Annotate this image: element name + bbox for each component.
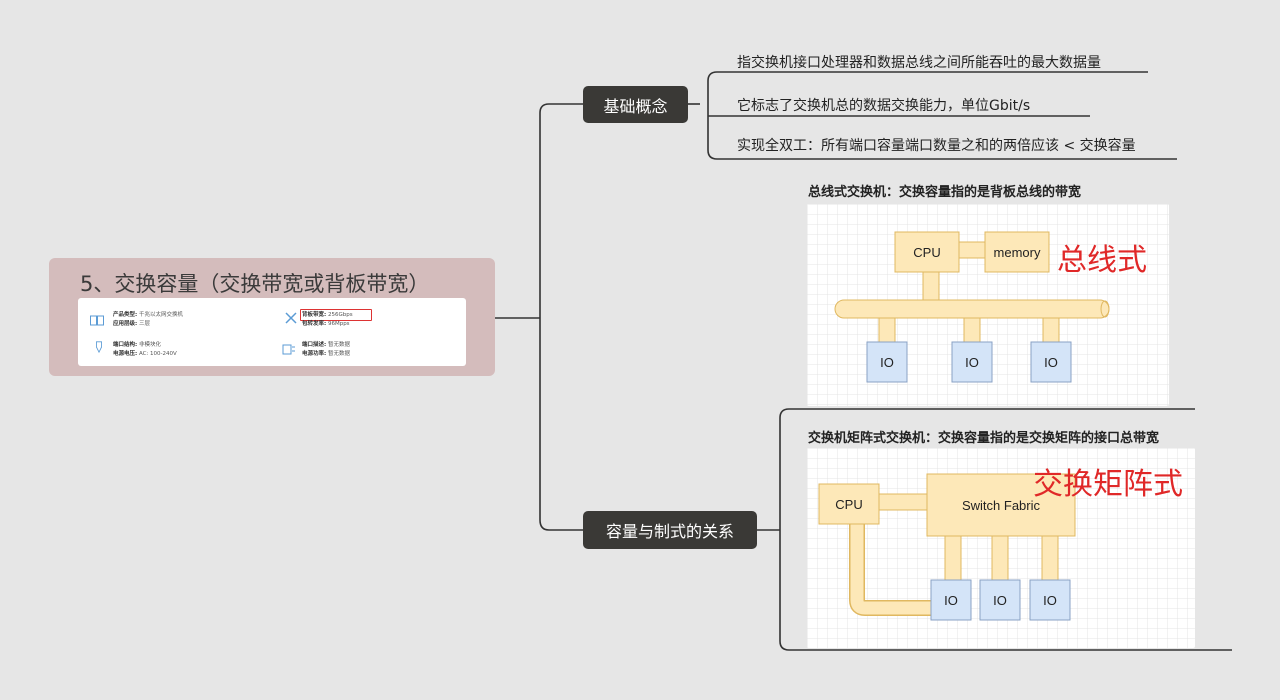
bus-diagram-image: CPU memory 总线式 IO IO IO [807,204,1169,406]
bus-end-cap [1100,300,1110,318]
io-label-2: IO [965,355,979,370]
io-label-3: IO [1044,355,1058,370]
spec-power: 电源电压: AC: 100-240V [113,351,177,357]
matrix-io-label-3: IO [1043,593,1057,608]
backplane-icon [285,312,297,324]
root-title: 5、交换容量（交换带宽或背板带宽） [80,272,430,296]
spec-card-image: 产品类型: 千兆以太网交换机 应用层级: 三层 背板带宽: 256Gbps 包转… [78,298,466,366]
matrix-io-label-1: IO [944,593,958,608]
io-box-2 [951,341,993,383]
memory-box [984,231,1050,273]
leaf-basic-3[interactable]: 实现全双工：所有端口容量端口数量之和的两倍应该 < 交换容量 [737,138,1136,154]
io-box-3 [1030,341,1072,383]
matrix-io-label-2: IO [993,593,1007,608]
backplane-highlight-box [300,309,372,321]
fabric-io3-link [1041,535,1059,581]
fabric-io2-link [991,535,1009,581]
matrix-diagram: CPU Switch Fabric 交换矩阵式 IO IO IO [807,448,1195,648]
spec-port-desc: 端口描述: 暂无数据 [302,342,350,348]
leaf-basic-2[interactable]: 它标志了交换机总的数据交换能力，单位Gbit/s [737,98,1031,114]
io2-link [963,317,981,345]
matrix-caption[interactable]: 交换机矩阵式交换机：交换容量指的是交换矩阵的接口总带宽 [808,431,1160,446]
spec-backplane: 背板带宽: 256Gbps [302,312,353,318]
matrix-io-box-2 [979,579,1021,621]
spec-product-type: 产品类型: 千兆以太网交换机 [113,312,183,318]
io1-link [878,317,896,345]
spec-power-draw: 电源功率: 暂无数据 [302,351,350,357]
cpu-label: CPU [913,245,940,260]
switch-fabric-label: Switch Fabric [962,498,1041,513]
product-icon [90,315,104,326]
spec-port-struct: 端口结构: 非模块化 [113,342,161,348]
switch-fabric-box [926,473,1076,537]
backplane-bus [834,299,1110,319]
spec-app-level: 应用层级: 三层 [113,321,150,327]
cpu-bus-link [922,271,940,303]
matrix-cpu-box [818,483,880,525]
io-box-1 [866,341,908,383]
power-icon [282,344,295,355]
memory-label: memory [994,245,1041,260]
bus-title: 总线式 [1057,243,1147,278]
leaf-basic-1[interactable]: 指交换机接口处理器和数据总线之间所能吞吐的最大数据量 [737,55,1101,71]
cpu-box [894,231,960,273]
io-label-1: IO [880,355,894,370]
matrix-cpu-label: CPU [835,497,862,512]
matrix-io-box-3 [1029,579,1071,621]
bus-diagram: CPU memory 总线式 IO IO IO [807,204,1169,406]
trunk-connector [539,103,583,531]
cpu-fabric-link [878,493,930,511]
relation-bracket [779,408,1232,651]
node-capacity-relation[interactable]: 容量与制式的关系 [583,511,757,549]
bus-caption[interactable]: 总线式交换机：交换容量指的是背板总线的带宽 [808,185,1082,200]
io3-link [1042,317,1060,345]
cpu-io-return-path [850,524,933,615]
matrix-title: 交换矩阵式 [1033,467,1183,502]
fabric-io1-link [944,535,962,581]
cpu-memory-link [958,241,986,259]
port-icon [96,341,102,353]
node-basic-concept[interactable]: 基础概念 [583,86,688,123]
matrix-diagram-image: CPU Switch Fabric 交换矩阵式 IO IO IO [807,448,1195,648]
spec-packet-rate: 包转发率: 96Mpps [302,321,350,327]
matrix-io-box-1 [930,579,972,621]
